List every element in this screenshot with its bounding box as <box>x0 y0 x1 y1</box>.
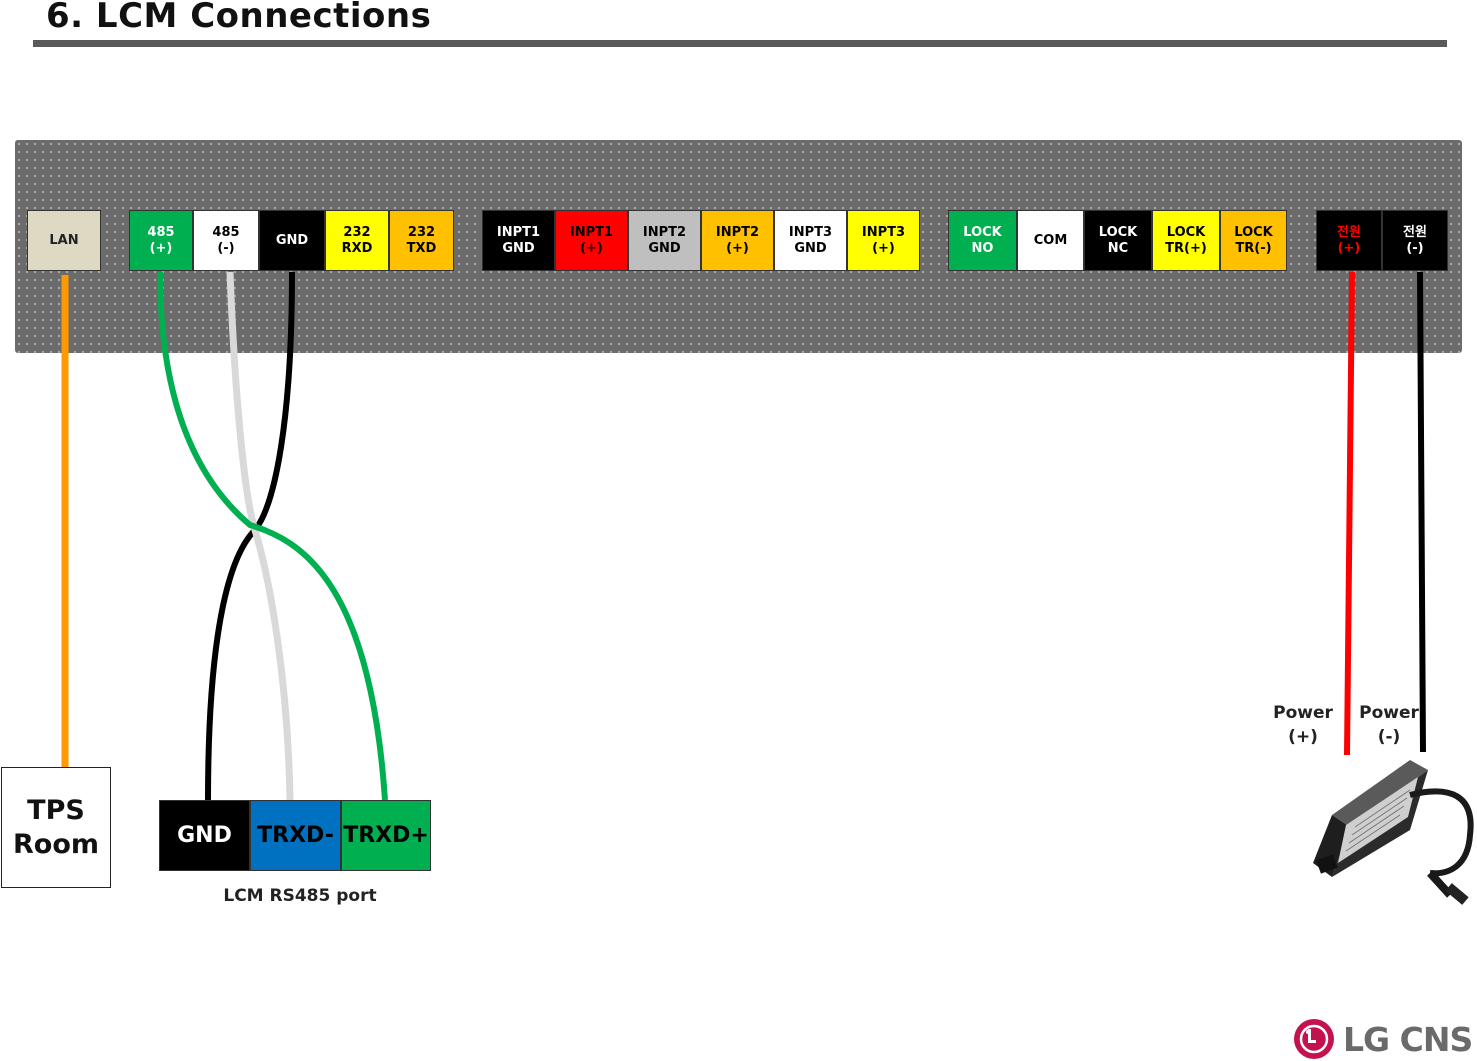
terminal-inpt2-plus: INPT2 (+) <box>701 210 774 271</box>
tps-room-box: TPS Room <box>1 767 111 888</box>
company-logo: LG CNS <box>1293 1018 1473 1060</box>
terminal-485-plus: 485 (+) <box>129 210 193 271</box>
terminal-lock-nc: LOCK NC <box>1084 210 1152 271</box>
rs485-pin-gnd: GND <box>159 800 250 871</box>
terminal-inpt2-gnd: INPT2 GND <box>628 210 701 271</box>
terminal-lock-tr-plus: LOCK TR(+) <box>1152 210 1220 271</box>
power-plus-wire <box>1344 271 1355 756</box>
title-divider <box>33 40 1447 47</box>
terminal-power-minus: 전원 (-) <box>1382 210 1448 271</box>
trxd-minus-wire <box>226 271 294 801</box>
terminal-485-minus: 485 (-) <box>193 210 259 271</box>
terminal-232-rxd: 232 RXD <box>325 210 389 271</box>
page-title: 6. LCM Connections <box>46 0 432 36</box>
lg-logo-icon <box>1294 1019 1334 1059</box>
terminal-lock-tr-minus: LOCK TR(-) <box>1220 210 1287 271</box>
rs485-pin-trxd-minus: TRXD- <box>250 800 341 871</box>
power-adapter-icon <box>1313 760 1474 905</box>
trxd-plus-wire <box>157 271 388 801</box>
terminal-inpt3-gnd: INPT3 GND <box>774 210 847 271</box>
logo-text: LG CNS <box>1343 1019 1473 1059</box>
rs485-pin-trxd-plus: TRXD+ <box>341 800 431 871</box>
terminal-lan: LAN <box>27 210 101 271</box>
terminal-lock-no: LOCK NO <box>948 210 1017 271</box>
terminal-inpt1-gnd: INPT1 GND <box>482 210 555 271</box>
terminal-power-plus: 전원 (+) <box>1316 210 1382 271</box>
terminal-232-txd: 232 TXD <box>389 210 454 271</box>
rs485-port-caption: LCM RS485 port <box>223 886 377 906</box>
terminal-inpt1-plus: INPT1 (+) <box>555 210 628 271</box>
terminal-gnd: GND <box>259 210 325 271</box>
terminal-inpt3-plus: INPT3 (+) <box>847 210 920 271</box>
terminal-com: COM <box>1017 210 1084 271</box>
power-plus-label: Power (+) <box>1273 703 1333 747</box>
power-minus-wire <box>1417 271 1426 753</box>
power-minus-label: Power (-) <box>1359 703 1419 747</box>
